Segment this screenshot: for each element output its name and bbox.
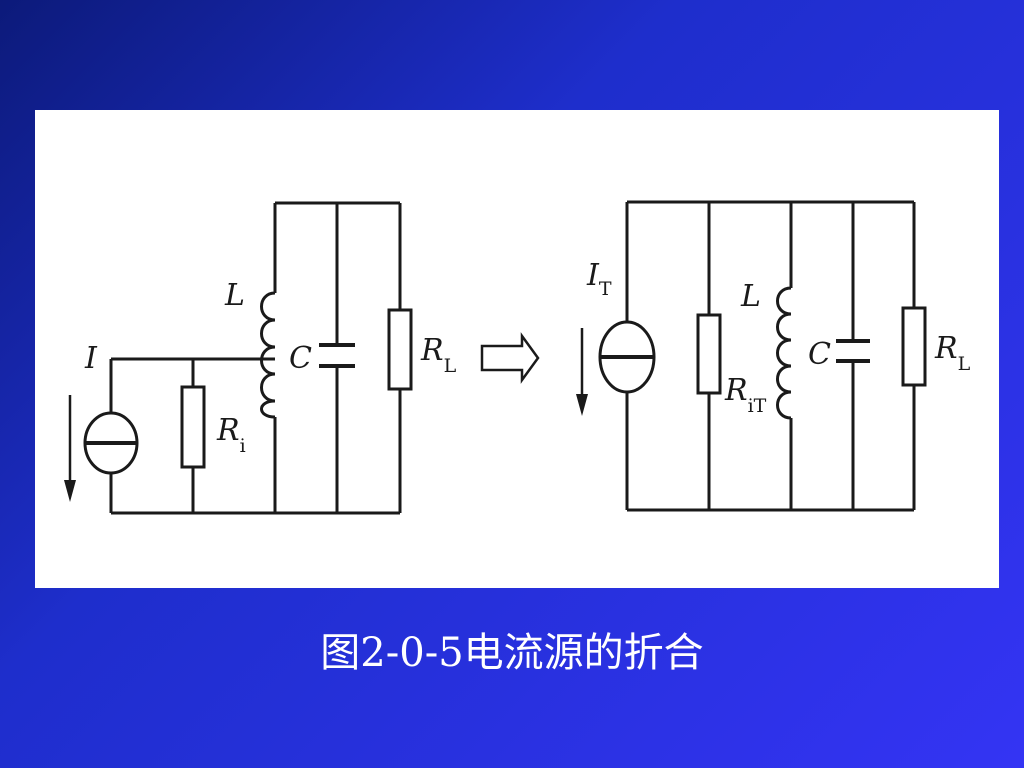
inductor-coil-symbol (260, 291, 276, 419)
current-t-direction-arrow (576, 328, 588, 416)
transform-arrow-icon (480, 332, 540, 384)
transformed-resistor-label: RiT (724, 373, 767, 417)
source-current-label: I (84, 341, 98, 376)
current-source-symbol (83, 411, 139, 475)
internal-resistor-symbol (180, 385, 206, 469)
figure-caption: 图2-0-5电流源的折合 (320, 630, 704, 676)
inductor-label: L (224, 278, 245, 313)
current-source-t-symbol (598, 320, 656, 394)
inductor-coil-t-symbol (776, 286, 792, 420)
load-resistor-symbol (387, 308, 413, 391)
capacitor-t-label: C (808, 337, 831, 372)
transformed-resistor-symbol (696, 313, 722, 395)
load-resistor-t-label: RL (934, 331, 971, 375)
load-resistor-t-symbol (901, 306, 927, 387)
right-circuit: IT RiT L C RL (576, 200, 971, 512)
capacitor-symbol (319, 343, 355, 368)
figure-panel: I Ri L C RL (35, 110, 999, 588)
left-circuit-wires (109, 201, 402, 515)
load-resistor-label: RL (420, 333, 457, 377)
right-circuit-wires (625, 200, 916, 512)
capacitor-t-symbol (836, 339, 870, 363)
internal-resistor-label: Ri (216, 413, 246, 457)
inductor-t-label: L (740, 279, 761, 314)
left-circuit: I Ri L C RL (64, 201, 457, 515)
capacitor-label: C (289, 341, 312, 376)
source-current-t-label: IT (586, 258, 612, 300)
current-direction-arrow (64, 395, 76, 502)
